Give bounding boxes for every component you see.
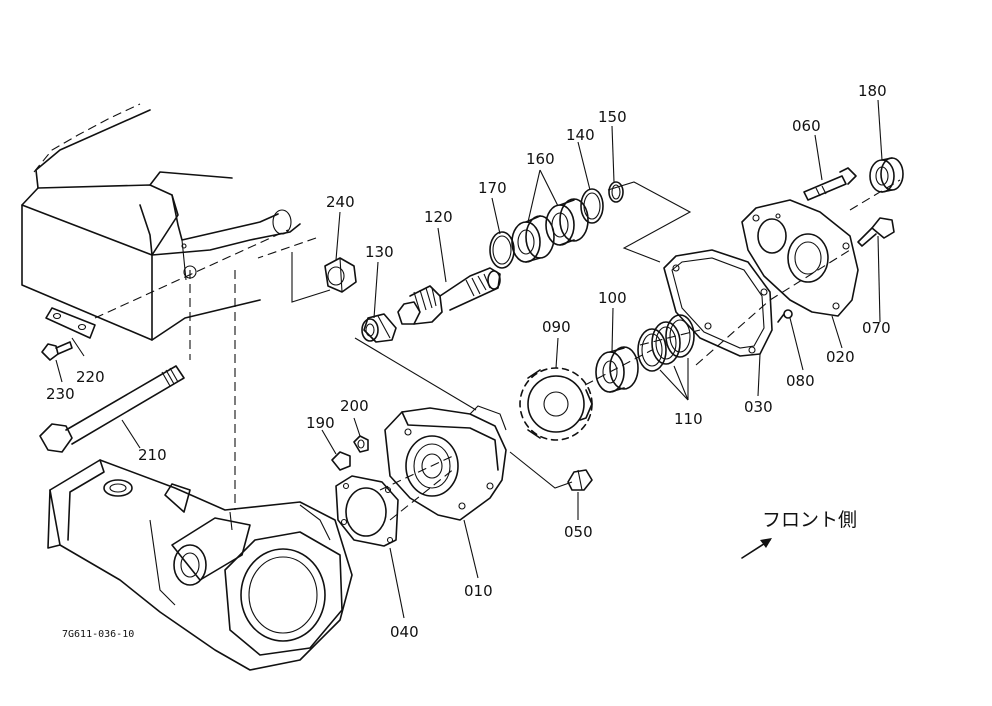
label-240: 240 <box>326 193 355 211</box>
label-070: 070 <box>862 319 891 337</box>
bolt-070 <box>857 217 895 247</box>
label-190: 190 <box>306 414 335 432</box>
label-120: 120 <box>424 208 453 226</box>
drawing-reference-code: 7G611-036-10 <box>62 629 134 640</box>
label-160: 160 <box>526 150 555 168</box>
bolt-230 <box>41 341 73 361</box>
bearing-130 <box>361 313 397 343</box>
callout-leaders <box>55 99 883 619</box>
bolt-210 <box>39 365 185 453</box>
shims-110 <box>637 314 695 372</box>
label-130: 130 <box>365 243 394 261</box>
snap-ring-170 <box>489 231 515 269</box>
label-080: 080 <box>786 372 815 390</box>
label-200: 200 <box>340 397 369 415</box>
gasket-030 <box>663 249 773 357</box>
bolt-190 <box>331 451 351 471</box>
gasket-040 <box>335 475 399 547</box>
label-020: 020 <box>826 348 855 366</box>
label-030: 030 <box>744 398 773 416</box>
direction-arrow-icon <box>741 538 772 559</box>
case-010 <box>384 405 507 521</box>
label-170: 170 <box>478 179 507 197</box>
pin-080 <box>777 309 793 323</box>
label-100: 100 <box>598 289 627 307</box>
label-180: 180 <box>858 82 887 100</box>
label-140: 140 <box>566 126 595 144</box>
bolt-050 <box>567 469 593 491</box>
label-050: 050 <box>564 523 593 541</box>
ring-140 <box>580 188 604 224</box>
bearing-160-b <box>545 198 589 246</box>
label-210: 210 <box>138 446 167 464</box>
label-090: 090 <box>542 318 571 336</box>
shaft-120 <box>397 267 501 325</box>
frame-rail <box>21 103 301 341</box>
label-110: 110 <box>674 410 703 428</box>
bearing-100 <box>595 346 639 393</box>
label-150: 150 <box>598 108 627 126</box>
bearing-160-a <box>511 215 555 263</box>
transmission-housing <box>47 459 353 671</box>
plate-220 <box>45 307 96 339</box>
cover-020 <box>741 199 859 317</box>
label-010: 010 <box>464 582 493 600</box>
gear-090 <box>519 367 593 441</box>
label-060: 060 <box>792 117 821 135</box>
nut-200 <box>353 435 369 453</box>
seal-180 <box>869 157 904 193</box>
bracket-leaders <box>291 181 692 489</box>
front-side-note: フロント側 <box>762 509 857 531</box>
label-220: 220 <box>76 368 105 386</box>
bolt-060 <box>803 167 857 201</box>
label-040: 040 <box>390 623 419 641</box>
label-230: 230 <box>46 385 75 403</box>
nut-240 <box>324 257 357 293</box>
part-labels: 180 060 150 140 160 170 240 120 130 100 … <box>46 82 891 641</box>
snap-ring-150 <box>608 181 624 203</box>
